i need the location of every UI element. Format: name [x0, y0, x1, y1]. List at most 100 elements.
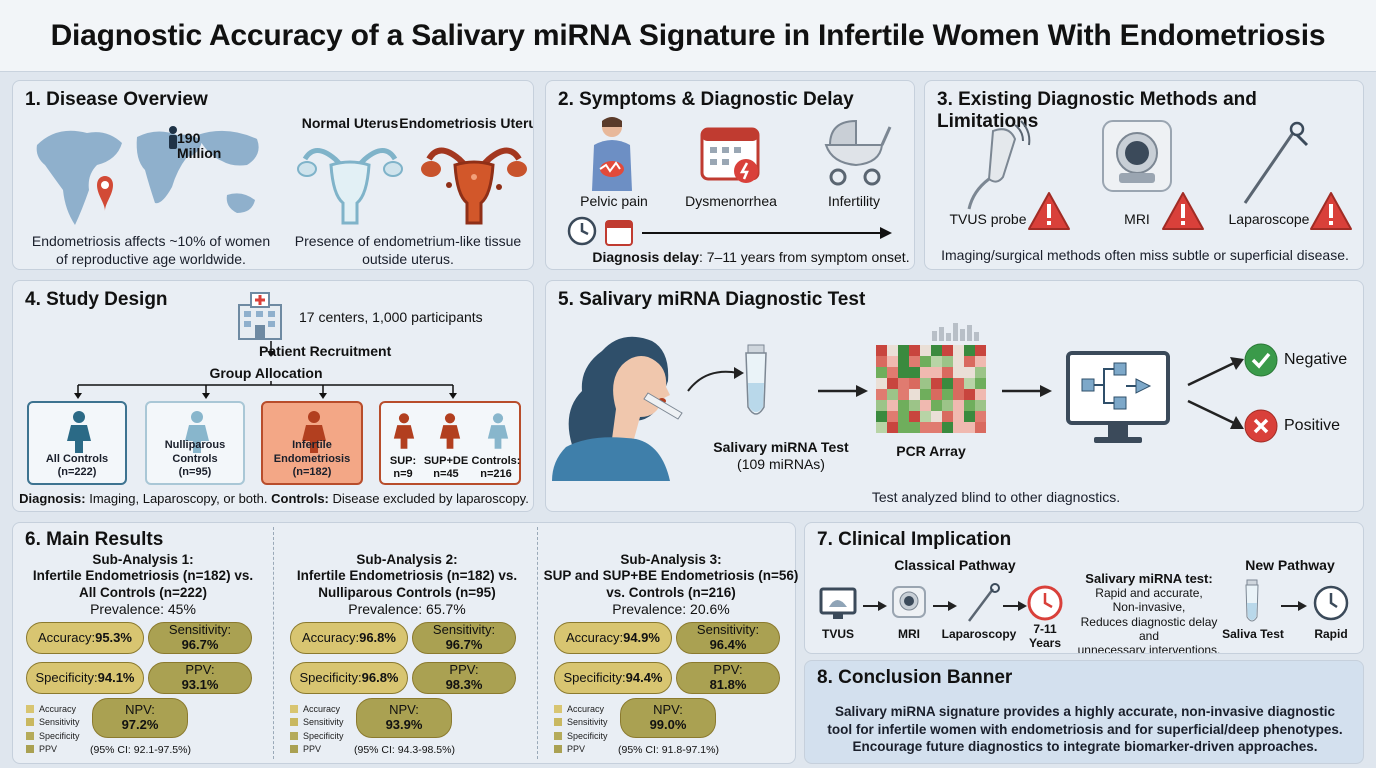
sub-label: SUP: — [389, 455, 417, 467]
pcr-cell — [887, 400, 898, 411]
metric-label: Sensitivity: — [432, 622, 496, 638]
metric-ppv: PPV:81.8% — [676, 662, 780, 694]
clock-icon — [567, 216, 597, 246]
pcr-cell — [964, 422, 975, 433]
pcr-cell — [876, 345, 887, 356]
sub-label-controls: Controls:n=216 — [469, 455, 523, 481]
pcr-bar — [967, 325, 972, 341]
results-divider — [273, 527, 274, 759]
sub-analysis-3: Sub-Analysis 3:SUP and SUP+BE Endometrio… — [542, 552, 800, 762]
footnote-diagnosis-label: Diagnosis: — [19, 491, 86, 506]
pcr-bar — [960, 329, 965, 341]
legend-swatch — [290, 731, 298, 740]
metric-spec: Specificity: 94.1% — [26, 662, 144, 694]
monitor-icon — [1066, 351, 1170, 443]
panel-heading: 2. Symptoms & Diagnostic Delay — [558, 89, 854, 110]
pcr-cell — [942, 411, 953, 422]
pcr-bar — [946, 333, 951, 341]
legend-swatch — [26, 718, 34, 727]
arrow-right — [863, 601, 887, 611]
pcr-cell — [876, 356, 887, 367]
woman-icon — [487, 413, 509, 449]
metric-value: 94.4% — [625, 669, 663, 685]
pcr-cell — [876, 367, 887, 378]
confidence-interval: (95% CI: 92.1-97.5%) — [90, 744, 191, 756]
woman-icon — [302, 411, 326, 453]
title-line: Infertile Endometriosis (n=182) vs. — [32, 568, 254, 584]
metric-sens: Sensitivity:96.7% — [412, 622, 516, 654]
arrow-right — [1003, 601, 1027, 611]
pcr-cell — [920, 356, 931, 367]
arrow-negative — [1187, 357, 1244, 387]
sub-n: n=45 — [433, 468, 459, 481]
ultrasound-probe-icon — [967, 120, 1031, 210]
allocation-label: Group Allocation — [209, 365, 323, 381]
panel-heading: 6. Main Results — [25, 529, 164, 550]
pcr-cell — [898, 400, 909, 411]
woman-icon — [393, 413, 415, 449]
metric-value: 96.8% — [359, 629, 396, 645]
metric-label: NPV: — [653, 702, 683, 718]
legend-swatch — [554, 704, 562, 713]
caption-right: Presence of endometrium-like tissue outs… — [283, 233, 533, 268]
legend-swatch — [290, 704, 298, 713]
group-label-2: Controls — [172, 452, 218, 465]
panel-heading: 1. Disease Overview — [25, 89, 208, 110]
results-divider — [537, 527, 538, 759]
metric-acc: Accuracy: 96.8% — [290, 622, 408, 654]
metric-ppv: PPV:98.3% — [412, 662, 516, 694]
pcr-cell — [887, 367, 898, 378]
hospital-icon — [238, 292, 282, 340]
pcr-cell — [953, 356, 964, 367]
laparoscope-icon — [1243, 121, 1309, 204]
metric-label: Specificity: — [563, 669, 626, 685]
pcr-cell — [975, 378, 986, 389]
stroller-icon — [824, 119, 892, 186]
caption-right-line1: Presence of endometrium-like tissue — [294, 233, 522, 249]
panel-salivary-test: 5. Salivary miRNA Diagnostic Test Saliva… — [545, 280, 1364, 512]
pcr-cell — [909, 411, 920, 422]
pcr-label: PCR Array — [896, 443, 966, 459]
pcr-cell — [920, 367, 931, 378]
metric-label: Accuracy: — [38, 629, 96, 645]
test-label: Salivary miRNA Test (109 miRNAs) — [696, 439, 866, 473]
pcr-cell — [909, 422, 920, 433]
classical-pathway-label: Classical Pathway — [894, 557, 1016, 573]
sub-analysis-title: Sub-Analysis 2:Infertile Endometriosis (… — [278, 552, 536, 618]
rapid-label: Rapid — [1314, 627, 1348, 641]
step-label-laparoscopy: Laparoscopy — [941, 627, 1017, 641]
pcr-cell — [920, 378, 931, 389]
pcr-cell — [931, 411, 942, 422]
legend-swatch — [554, 731, 562, 740]
calendar-icon — [700, 127, 760, 183]
metric-npv: NPV:99.0% — [620, 698, 716, 738]
pcr-cell — [975, 422, 986, 433]
pcr-cell — [887, 422, 898, 433]
conclusion-line: Salivary miRNA signature provides a high… — [835, 704, 1335, 719]
recruitment-label: Patient Recruitment — [259, 343, 392, 359]
panel-clinical-implication: 7. Clinical Implication Classical Pathwa… — [804, 522, 1364, 654]
legend-item: PPV — [554, 743, 608, 757]
warning-icon — [1028, 192, 1070, 230]
saliva-tube-icon — [745, 344, 767, 415]
pcr-cell — [975, 389, 986, 400]
world-map-icon — [36, 126, 259, 225]
legend-label: Specificity — [303, 730, 344, 741]
legend-label: Specificity — [567, 730, 608, 741]
legend-item: Specificity — [554, 729, 608, 743]
metric-value: 94.9% — [623, 629, 660, 645]
group-n: (n=222) — [57, 465, 97, 478]
pcr-cell — [975, 345, 986, 356]
group-label: Nulliparous — [164, 439, 226, 452]
metric-value: 96.4% — [709, 637, 747, 652]
pcr-bar — [932, 331, 937, 341]
pcr-cell — [876, 389, 887, 400]
confidence-interval: (95% CI: 91.8-97.1%) — [618, 744, 719, 756]
symptom-label-pelvic-pain: Pelvic pain — [580, 193, 648, 209]
caption-left-line1: Endometriosis affects ~10% of women — [31, 233, 271, 249]
negative-label: Negative — [1284, 351, 1348, 368]
pcr-cell — [920, 389, 931, 400]
